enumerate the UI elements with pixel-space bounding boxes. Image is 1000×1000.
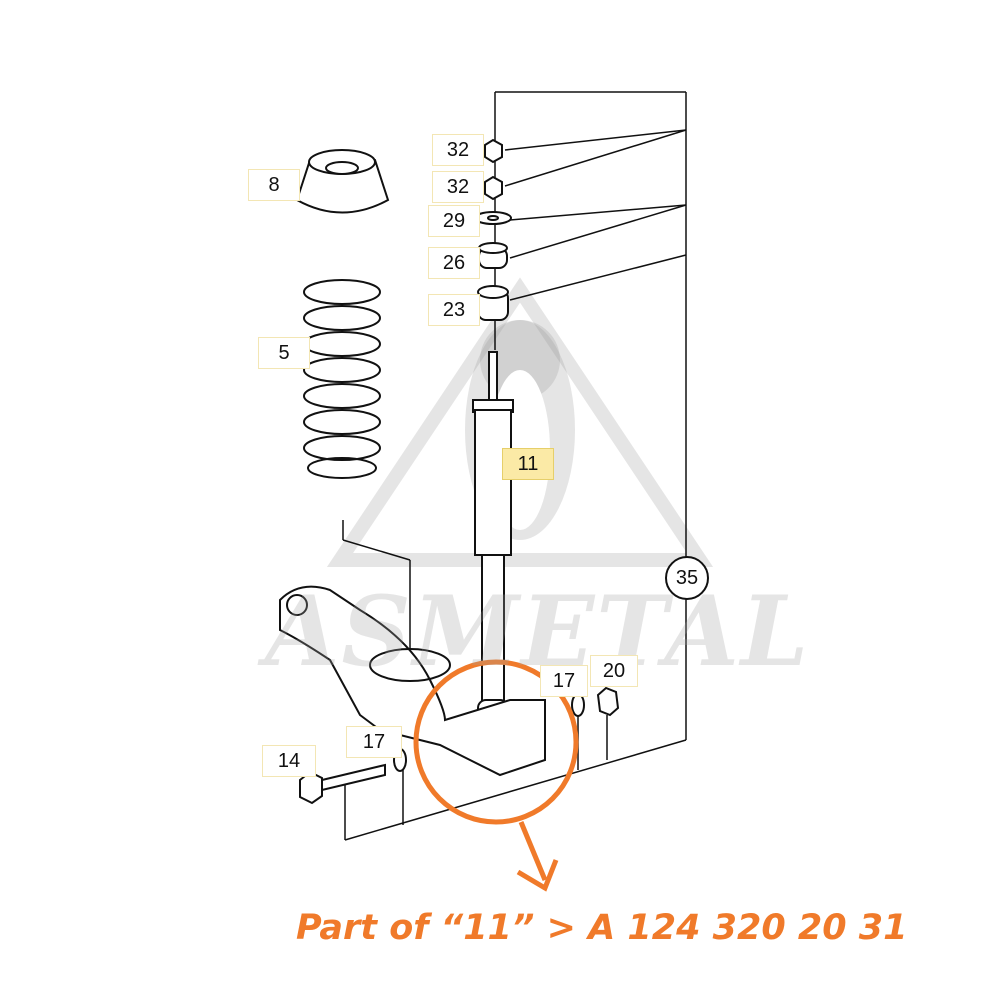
coil-spring-part	[303, 279, 381, 479]
bolt-part	[299, 763, 386, 805]
top-mount-stack	[474, 138, 512, 321]
watermark-logo	[326, 277, 714, 567]
label-5: 5	[258, 337, 310, 369]
label-26: 26	[428, 247, 480, 279]
highlight-callout	[413, 659, 579, 892]
label-14: 14	[262, 745, 316, 777]
label-20: 20	[590, 655, 638, 687]
spring-seat-part	[295, 149, 390, 214]
control-arm-part	[279, 585, 546, 777]
label-35: 35	[665, 556, 709, 600]
label-8: 8	[248, 169, 300, 201]
label-29: 29	[428, 205, 480, 237]
label-32-top: 32	[432, 134, 484, 166]
label-32-second: 32	[432, 171, 484, 203]
label-17-right: 17	[540, 665, 588, 697]
label-17-left: 17	[346, 726, 402, 758]
watermark-text: ASMETAL	[265, 575, 811, 688]
label-11: 11	[502, 448, 554, 480]
washers-and-nut	[393, 686, 620, 772]
part-number-caption: Part of “11” > A 124 320 20 31	[296, 908, 908, 948]
label-23: 23	[428, 294, 480, 326]
